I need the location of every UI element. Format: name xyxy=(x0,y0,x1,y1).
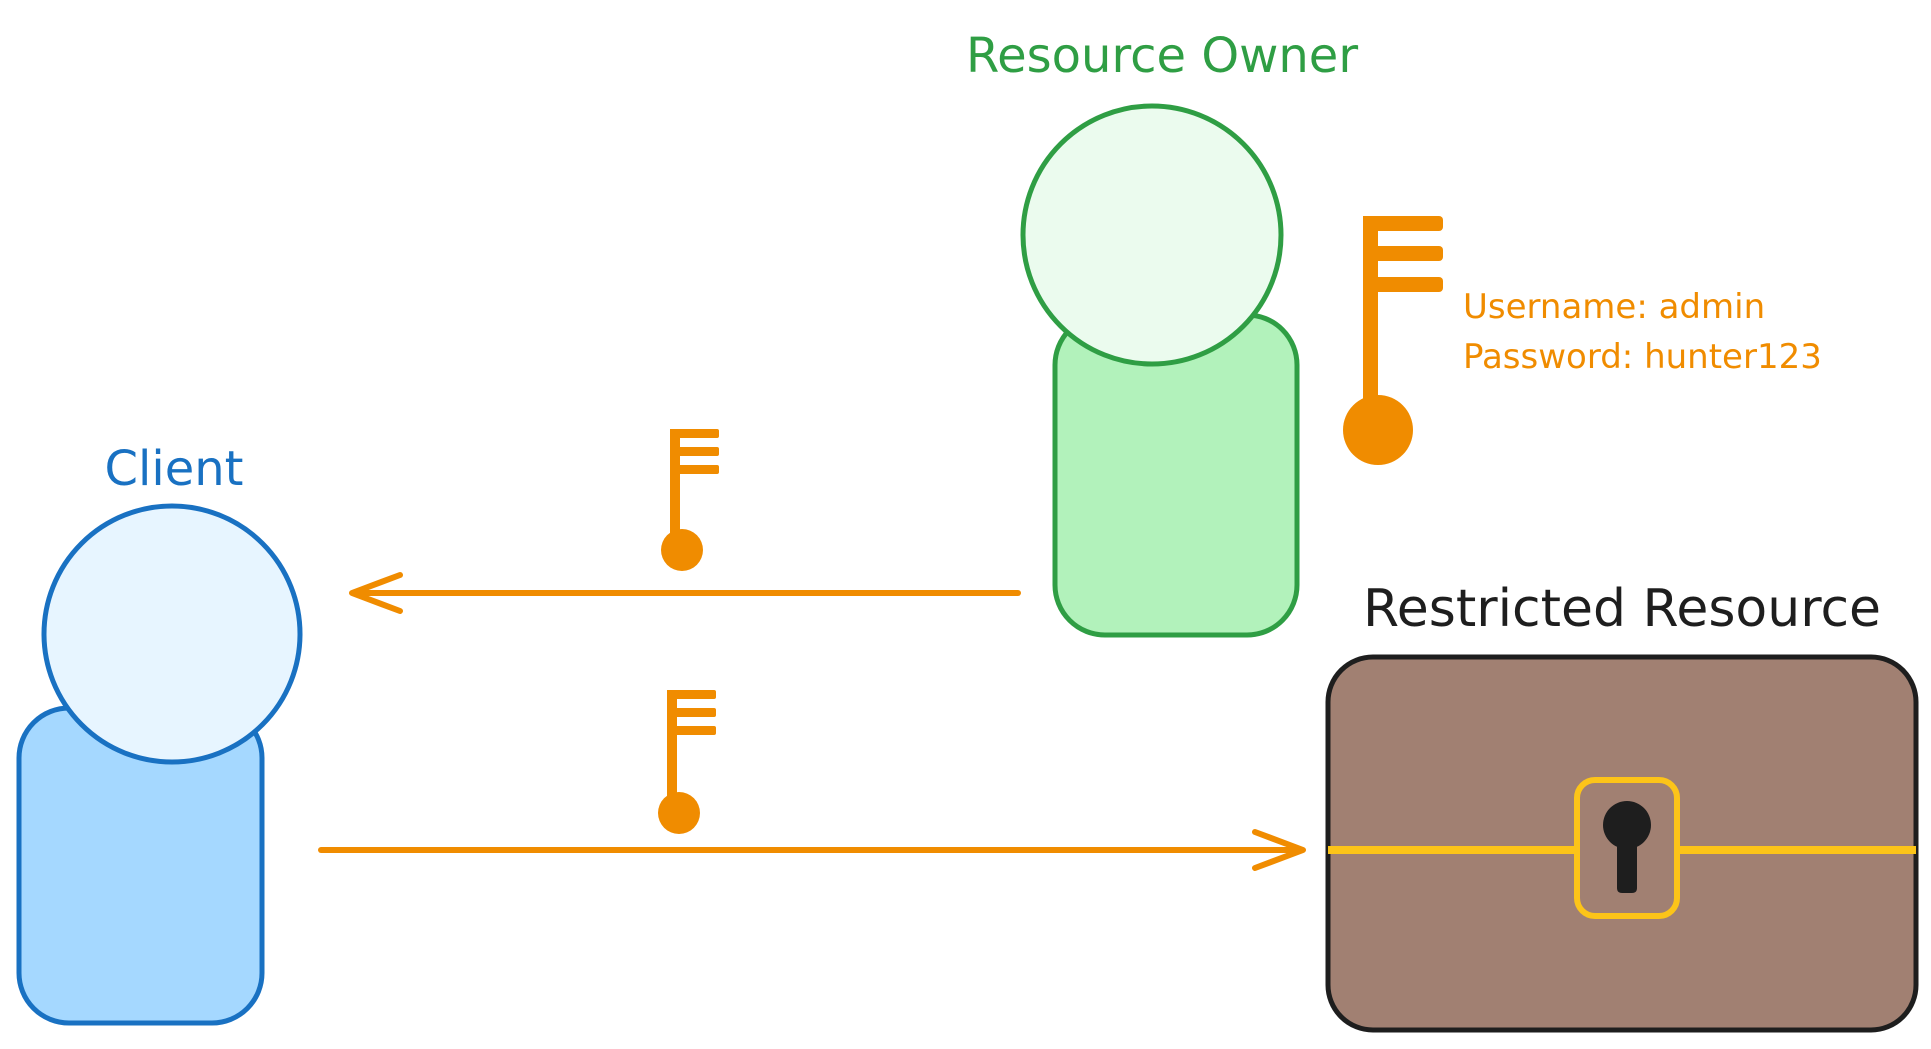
arrow-client-to-resource xyxy=(318,829,1306,871)
credential-username: Username: admin xyxy=(1463,287,1765,327)
resource-owner-label: Resource Owner xyxy=(966,28,1358,84)
client: Client xyxy=(16,441,303,1026)
key-icon-top xyxy=(661,429,719,571)
client-head xyxy=(41,503,303,765)
large-key-icon xyxy=(1343,216,1443,465)
arrow-owner-to-client xyxy=(349,572,1021,614)
restricted-resource-label: Restricted Resource xyxy=(1363,579,1881,639)
restricted-resource: Restricted Resource xyxy=(1325,579,1919,1033)
credential-password: Password: hunter123 xyxy=(1463,337,1822,377)
client-label: Client xyxy=(105,441,244,497)
keyhole-icon xyxy=(1603,801,1651,893)
resource-owner-head xyxy=(1020,103,1284,367)
resource-owner: Resource Owner xyxy=(966,28,1358,638)
key-icon-bottom xyxy=(658,690,716,834)
